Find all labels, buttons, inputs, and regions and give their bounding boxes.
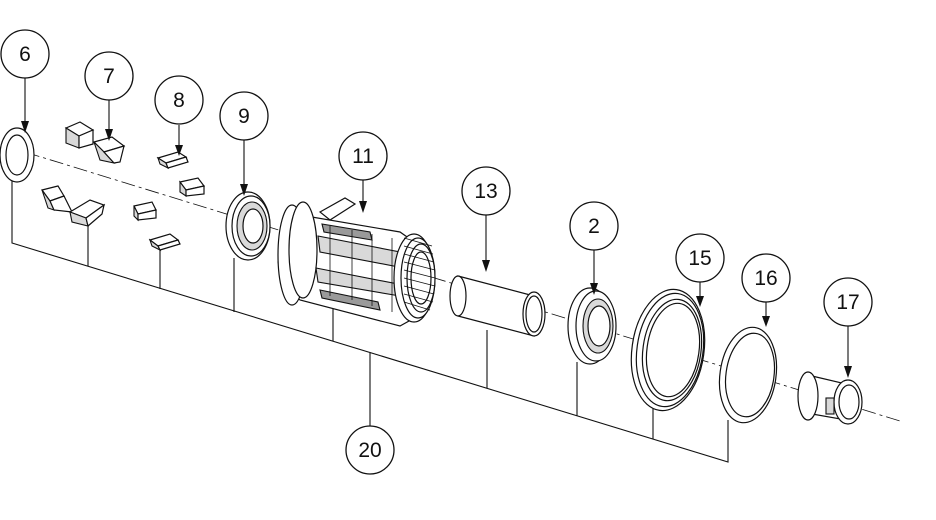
leader-tree-20 (11, 180, 729, 463)
part-6-ring (0, 127, 35, 183)
callout-leaders (21, 78, 852, 378)
svg-text:2: 2 (588, 215, 600, 238)
svg-text:8: 8 (173, 89, 185, 112)
part-16-snap-ring (718, 326, 778, 424)
callout-11: 11 (338, 131, 388, 181)
part-13-spacer-tube (449, 275, 546, 337)
part-2-bearing (567, 287, 617, 365)
part-15-seal-ring (630, 288, 706, 412)
callout-15: 15 (675, 233, 725, 283)
callout-13: 13 (461, 166, 511, 216)
part-17-end-cap (797, 371, 863, 425)
part-8-springs (133, 151, 206, 252)
svg-text:16: 16 (754, 267, 777, 290)
svg-text:7: 7 (103, 65, 115, 88)
svg-text:9: 9 (238, 105, 250, 128)
svg-text:20: 20 (358, 439, 381, 462)
callout-2: 2 (569, 201, 619, 251)
svg-text:13: 13 (474, 180, 497, 203)
callout-20: 20 (345, 425, 395, 475)
svg-text:6: 6 (19, 43, 31, 66)
callout-8: 8 (154, 75, 204, 125)
svg-text:15: 15 (688, 247, 711, 270)
part-7-pawls (40, 121, 126, 228)
callout-6: 6 (0, 29, 50, 79)
callout-7: 7 (84, 51, 134, 101)
callout-9: 9 (219, 91, 269, 141)
part-11-freehub-body (277, 197, 436, 327)
part-9-bearing (225, 191, 271, 261)
svg-text:11: 11 (352, 145, 374, 168)
svg-text:17: 17 (836, 291, 859, 314)
callout-16: 16 (741, 253, 791, 303)
callout-17: 17 (823, 277, 873, 327)
